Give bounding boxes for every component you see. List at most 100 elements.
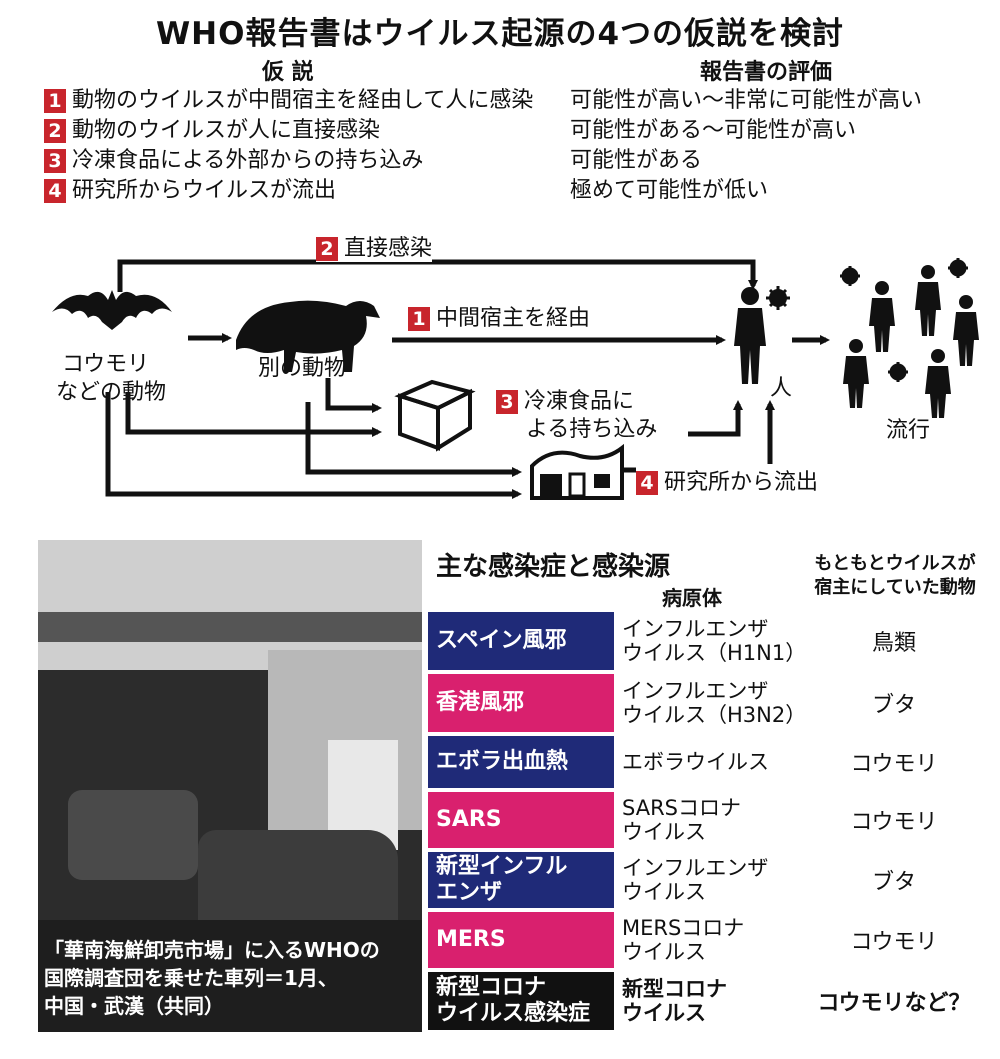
pathogen-line: インフルエンザ xyxy=(622,679,769,703)
bat-to-lab-arrow xyxy=(105,392,522,499)
news-photo xyxy=(38,540,422,1032)
origin-diagram xyxy=(52,258,979,500)
civet-icon xyxy=(236,300,380,372)
disease-name: スペイン風邪 xyxy=(428,612,614,670)
host-header-line: 宿主にしていた動物 xyxy=(814,577,976,598)
laboratory-icon xyxy=(530,443,624,500)
host-cell: コウモリ xyxy=(850,810,938,835)
pathogen-line: ウイルス（H3N2） xyxy=(622,703,807,727)
hypothesis-number: 2 xyxy=(44,119,66,143)
disease-name: 新型コロナウイルス感染症 xyxy=(428,972,614,1030)
disease-name: 新型インフルエンザ xyxy=(428,852,614,908)
page-title: WHO報告書はウイルス起源の4つの仮説を検討 xyxy=(155,16,845,52)
pathogen-cell: エボラウイルス xyxy=(622,736,802,788)
host-cell: ブタ xyxy=(871,693,916,718)
table-row: エボラ出血熱 エボラウイルス コウモリ xyxy=(428,736,988,788)
disease-name-line: ウイルス感染症 xyxy=(436,1001,591,1026)
pathogen-cell: SARSコロナウイルス xyxy=(622,792,802,848)
path-text: 中間宿主を経由 xyxy=(436,306,591,331)
disease-name-line: 新型コロナ xyxy=(436,975,547,1000)
human-label: 人 xyxy=(770,376,793,401)
path-text: 直接感染 xyxy=(344,236,433,261)
pathogen-header: 病原体 xyxy=(662,586,722,610)
pathogen-line: エボラウイルス xyxy=(622,750,769,774)
evaluation-text: 極めて可能性が低い xyxy=(570,178,769,203)
spread-group xyxy=(840,258,979,418)
animal-to-box-arrow xyxy=(325,378,382,413)
animal-label: 別の動物 xyxy=(258,356,347,381)
disease-name: 香港風邪 xyxy=(428,674,614,732)
person-icon xyxy=(734,287,766,384)
disease-name: MERS xyxy=(428,912,614,968)
path-number: 1 xyxy=(408,307,430,331)
disease-name-line: 新型インフル xyxy=(436,854,568,879)
pathogen-cell: インフルエンザウイルス（H1N1） xyxy=(622,612,807,670)
table-row: 新型インフルエンザ インフルエンザウイルス ブタ xyxy=(428,852,988,908)
path-text: 研究所から流出 xyxy=(664,470,819,495)
table-row: SARS SARSコロナウイルス コウモリ xyxy=(428,792,988,848)
bat-label-2: などの動物 xyxy=(56,380,167,405)
disease-name: エボラ出血熱 xyxy=(428,736,614,788)
table-row: MERS MERSコロナウイルス コウモリ xyxy=(428,912,988,968)
pathogen-line: ウイルス（H1N1） xyxy=(622,641,807,665)
pathogen-line: MERSコロナ xyxy=(622,916,745,940)
bat-icon xyxy=(52,290,172,330)
evaluation-text: 可能性がある～可能性が高い xyxy=(570,118,857,143)
hypothesis-text: 動物のウイルスが人に直接感染 xyxy=(72,118,381,143)
virus-icon xyxy=(766,286,790,310)
pathogen-line: 新型コロナ xyxy=(622,977,727,1001)
photo-caption: 「華南海鮮卸売市場」に入るWHOの 国際調査団を乗せた車列＝1月、 中国・武漢（… xyxy=(44,936,414,1020)
pathogen-cell: MERSコロナウイルス xyxy=(622,912,802,968)
bat-label: コウモリ xyxy=(62,352,150,377)
path-text: よる持ち込み xyxy=(526,417,658,442)
pathogen-cell: インフルエンザウイルス xyxy=(622,852,802,908)
pathogen-line: インフルエンザ xyxy=(622,617,769,641)
path-number: 2 xyxy=(316,237,338,261)
evaluation-text: 可能性がある xyxy=(570,148,703,173)
table-row: 香港風邪 インフルエンザウイルス（H3N2） ブタ xyxy=(428,674,988,732)
caption-line: 「華南海鮮卸売市場」に入るWHOの xyxy=(44,938,380,962)
box-icon xyxy=(394,379,476,452)
pathogen-line: ウイルス xyxy=(622,1001,706,1025)
spread-label: 流行 xyxy=(886,418,931,443)
caption-line: 中国・武漢（共同） xyxy=(44,994,224,1018)
path-number: 3 xyxy=(496,390,518,414)
path-number: 4 xyxy=(636,471,658,495)
host-cell: 鳥類 xyxy=(871,631,916,656)
host-header-line: もともとウイルスが xyxy=(814,553,976,574)
hypothesis-text: 冷凍食品による外部からの持ち込み xyxy=(72,148,424,173)
direct-infection-arrow xyxy=(117,259,758,292)
pathogen-line: ウイルス xyxy=(622,820,706,844)
pathogen-line: インフルエンザ xyxy=(622,856,769,880)
caption-line: 国際調査団を乗せた車列＝1月、 xyxy=(44,966,338,990)
host-cell: ブタ xyxy=(871,870,916,895)
evaluation-text: 可能性が高い～非常に可能性が高い xyxy=(570,88,923,113)
bat-to-box-arrow xyxy=(125,392,382,437)
animal-to-lab-arrow xyxy=(305,402,522,477)
disease-name: SARS xyxy=(428,792,614,848)
table-row: 新型コロナウイルス感染症 新型コロナウイルス コウモリなど？ xyxy=(428,972,988,1030)
hypothesis-number: 4 xyxy=(44,179,66,203)
hypothesis-text: 研究所からウイルスが流出 xyxy=(72,178,337,203)
disease-name-line: エンザ xyxy=(436,880,503,905)
evaluation-header: 報告書の評価 xyxy=(700,60,833,85)
hypothesis-number: 1 xyxy=(44,89,66,113)
host-cell: コウモリなど？ xyxy=(817,991,971,1016)
hypothesis-number: 3 xyxy=(44,149,66,173)
table-row: スペイン風邪 インフルエンザウイルス（H1N1） 鳥類 xyxy=(428,612,988,670)
host-cell: コウモリ xyxy=(850,752,938,777)
table-title: 主な感染症と感染源 xyxy=(436,552,671,582)
pathogen-cell: インフルエンザウイルス（H3N2） xyxy=(622,674,807,732)
hypothesis-text: 動物のウイルスが中間宿主を経由して人に感染 xyxy=(72,88,534,113)
frozen-food-arrow xyxy=(688,400,743,437)
pathogen-cell: 新型コロナウイルス xyxy=(622,972,802,1030)
pathogen-line: ウイルス xyxy=(622,940,706,964)
